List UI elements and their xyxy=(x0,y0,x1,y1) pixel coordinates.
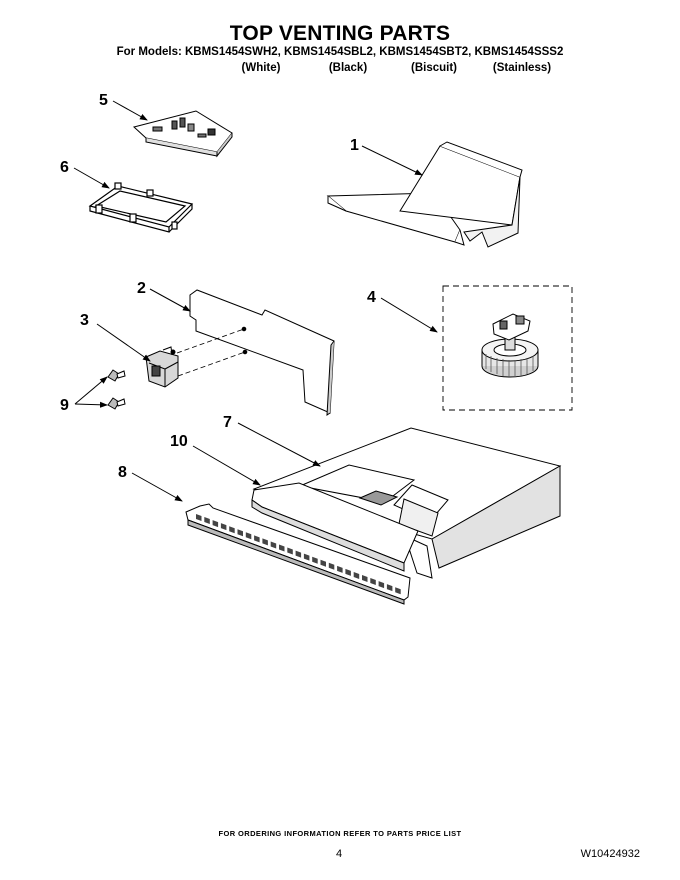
grille-slot xyxy=(370,578,376,586)
callout-5: 5 xyxy=(99,92,108,109)
part-2-mounting-plate xyxy=(189,289,335,416)
part-3-damper-motor xyxy=(145,346,179,388)
callout-2: 2 xyxy=(137,280,146,297)
grille-slot xyxy=(229,526,235,534)
part-6-frame xyxy=(88,182,194,233)
grille-slot xyxy=(270,541,277,549)
callout-3: 3 xyxy=(80,312,89,329)
page-title: TOP VENTING PARTS xyxy=(229,22,451,45)
grille-slot xyxy=(220,523,227,531)
grille-slot xyxy=(279,544,285,552)
variant-stainless: (Stainless) xyxy=(492,62,552,74)
ordering-note: FOR ORDERING INFORMATION REFER TO PARTS … xyxy=(218,829,462,838)
callout-6: 6 xyxy=(60,159,69,176)
grille-slot xyxy=(328,562,335,570)
callout-10: 10 xyxy=(170,433,188,450)
variant-black: (Black) xyxy=(328,62,368,74)
grille-slot xyxy=(204,517,210,525)
grille-slot xyxy=(345,568,351,576)
part-10-front-panel xyxy=(251,482,419,572)
alignment-lines xyxy=(176,328,246,377)
page-number: 4 xyxy=(336,848,343,860)
grille-slot xyxy=(386,584,393,592)
document-number: W10424932 xyxy=(580,848,640,860)
grille-slot xyxy=(337,565,343,573)
grille-slot xyxy=(262,538,268,546)
callout-7: 7 xyxy=(223,414,232,431)
grille-slot xyxy=(312,556,318,564)
grille-slot xyxy=(295,550,302,558)
models-line: For Models: KBMS1454SWH2, KBMS1454SBL2, … xyxy=(116,46,564,58)
grille-slot xyxy=(237,529,243,537)
grille-slot xyxy=(303,553,310,561)
part-9-screws xyxy=(107,369,126,410)
callout-4: 4 xyxy=(367,289,376,306)
part-5-control-board xyxy=(132,110,233,158)
leader-lines xyxy=(73,100,438,502)
grille-slot xyxy=(196,514,202,521)
part-1-vent-duct xyxy=(326,141,523,248)
callout-1: 1 xyxy=(350,137,359,154)
callout-labels: 1 2 3 4 5 6 7 8 9 10 xyxy=(60,92,376,481)
grille-slot xyxy=(254,535,260,543)
part-8-vent-grille xyxy=(185,503,411,605)
grille-slot xyxy=(378,581,385,589)
grille-slot xyxy=(287,547,293,555)
grille-slot xyxy=(353,571,360,579)
grille-slot xyxy=(212,520,219,528)
callout-8: 8 xyxy=(118,464,127,481)
grille-slot xyxy=(362,575,368,582)
grille-slot xyxy=(245,532,252,540)
callout-9: 9 xyxy=(60,397,69,414)
grille-slot xyxy=(320,559,326,567)
part-4-blower-wheel xyxy=(442,285,573,411)
variant-biscuit: (Biscuit) xyxy=(411,62,457,74)
variant-white: (White) xyxy=(241,62,281,74)
grille-slot xyxy=(395,587,401,595)
